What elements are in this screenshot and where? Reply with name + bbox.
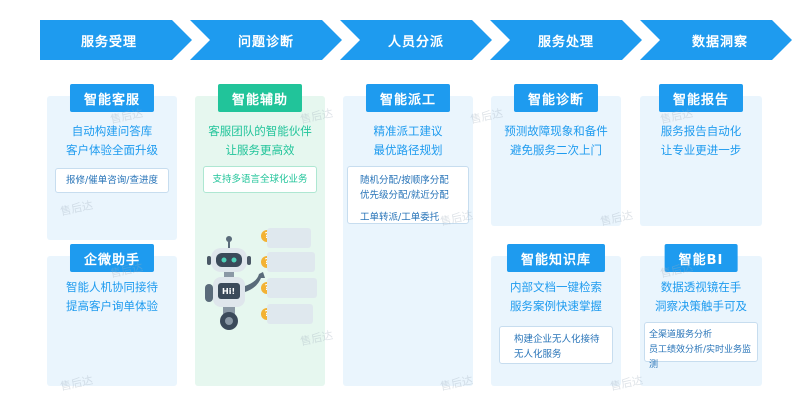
card-line-2: 服务案例快速掌握 <box>510 299 602 313</box>
step-data-insight: 数据洞察 <box>640 20 792 60</box>
feature-chip: 支持多语言全球化业务 <box>203 166 317 193</box>
feature-chip: 随机分配/按顺序分配 优先级分配/就近分配 工单转派/工单委托 <box>347 166 469 224</box>
card-title: 智能BI <box>664 244 738 272</box>
card-title: 智能知识库 <box>506 244 606 272</box>
chip-line-2: 无人化服务 <box>514 349 562 360</box>
card-smart-service: 智能客服 自动构建问答库 客户体验全面升级 报修/催单咨询/查进度 <box>47 84 177 240</box>
card-line-1: 精准派工建议 <box>373 124 443 138</box>
card-wecom-assistant: 企微助手 智能人机协同接待 提高客户询单体验 <box>47 244 177 386</box>
card-title: 智能客服 <box>69 84 155 112</box>
step-staff-dispatch: 人员分派 <box>340 20 492 60</box>
card-line-1: 自动构建问答库 <box>71 124 153 138</box>
card-line-1: 智能人机协同接待 <box>66 280 158 294</box>
card-smart-bi: 智能BI 数据透视镜在手 洞察决策触手可及 全渠道服务分析 员工绩效分析/实时业… <box>640 244 762 386</box>
step-service-intake: 服务受理 <box>40 20 192 60</box>
card-line-2: 让专业更进一步 <box>660 143 742 157</box>
card-line-2: 客户体验全面升级 <box>66 143 158 157</box>
chat-bubble <box>267 278 317 298</box>
card-line-1: 数据透视镜在手 <box>660 280 742 294</box>
chip-line-3: 工单转派/工单委托 <box>360 212 440 223</box>
card-line-2: 洞察决策触手可及 <box>655 299 747 313</box>
card-title: 智能诊断 <box>513 84 599 112</box>
chip-line-2: 员工绩效分析/实时业务监测 <box>649 345 752 370</box>
card-smart-dispatch: 智能派工 精准派工建议 最优路径规划 随机分配/按顺序分配 优先级分配/就近分配… <box>343 84 473 386</box>
robot-icon <box>205 236 265 330</box>
card-title: 智能报告 <box>658 84 744 112</box>
step-problem-diagnosis: 问题诊断 <box>190 20 342 60</box>
chip-line-1: 全渠道服务分析 <box>649 330 713 340</box>
card-smart-report: 智能报告 服务报告自动化 让专业更进一步 <box>640 84 762 226</box>
card-smart-diagnosis: 智能诊断 预测故障现象和备件 避免服务二次上门 <box>491 84 621 226</box>
feature-chip: 构建企业无人化接待 无人化服务 <box>499 326 613 364</box>
card-smart-assist: 智能辅助 客服团队的智能伙伴 让服务更高效 支持多语言全球化业务 ? ? ? ?… <box>195 84 325 386</box>
card-line-1: 内部文档一键检索 <box>510 280 602 294</box>
feature-chip: 全渠道服务分析 员工绩效分析/实时业务监测 <box>644 322 758 370</box>
feature-chip: 报修/催单咨询/查进度 <box>55 168 169 193</box>
chip-line-1: 随机分配/按顺序分配 <box>360 175 449 186</box>
chip-line-2: 优先级分配/就近分配 <box>360 190 449 201</box>
card-line-1: 客服团队的智能伙伴 <box>208 124 312 138</box>
card-line-2: 让服务更高效 <box>225 143 295 157</box>
card-knowledge-base: 智能知识库 内部文档一键检索 服务案例快速掌握 构建企业无人化接待 无人化服务 <box>491 244 621 386</box>
card-title: 企微助手 <box>69 244 155 272</box>
card-line-1: 预测故障现象和备件 <box>504 124 608 138</box>
robot-greeting: Hi! <box>222 287 236 296</box>
chip-line-1: 构建企业无人化接待 <box>514 334 600 345</box>
card-title: 智能派工 <box>365 84 451 112</box>
chat-bubble <box>267 304 313 324</box>
card-title: 智能辅助 <box>217 84 303 112</box>
card-line-2: 最优路径规划 <box>373 143 443 157</box>
card-line-2: 提高客户询单体验 <box>66 299 158 313</box>
chat-bubble <box>267 252 315 272</box>
step-service-handling: 服务处理 <box>490 20 642 60</box>
card-line-1: 服务报告自动化 <box>660 124 742 138</box>
chat-bubble <box>267 228 311 248</box>
card-line-2: 避免服务二次上门 <box>510 143 602 157</box>
